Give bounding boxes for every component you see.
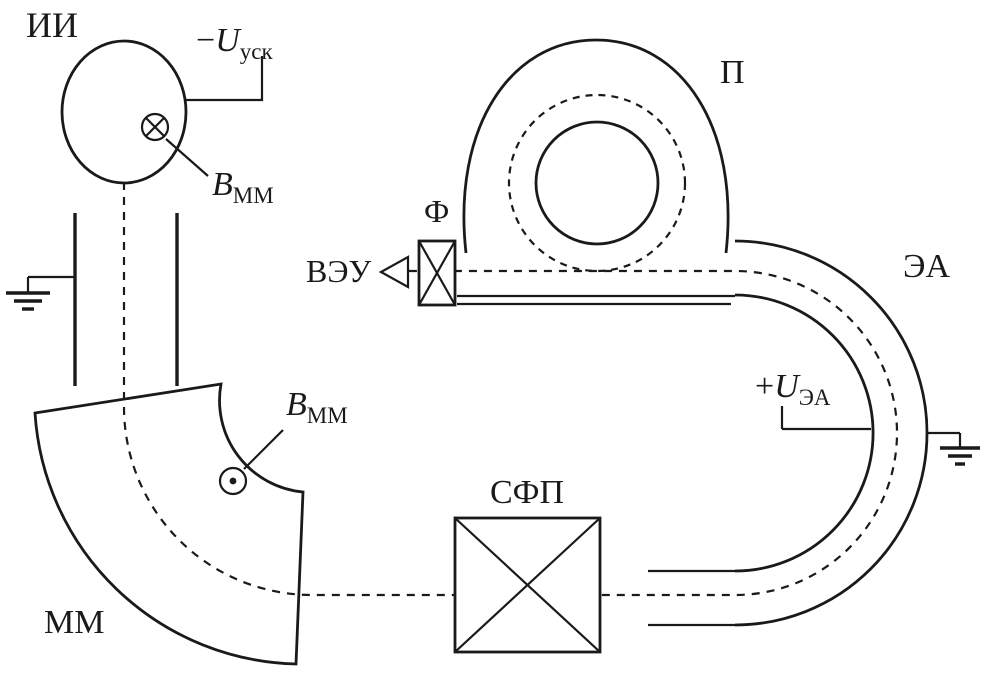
label-ion-source: ИИ — [26, 5, 78, 45]
ea-voltage-sign: + — [755, 368, 775, 405]
label-sample-chamber: П — [720, 54, 745, 91]
label-ea-voltage: +UЭА — [755, 368, 831, 410]
collision-chamber-dome — [462, 38, 730, 254]
ea-voltage-connector — [780, 406, 871, 431]
ea-voltage-symbol: U — [774, 368, 799, 405]
accel-voltage-sign: − — [196, 22, 216, 59]
label-detector: ВЭУ — [306, 253, 372, 289]
label-b-field-top: BММ — [212, 166, 274, 208]
accel-voltage-connector — [186, 56, 264, 102]
label-accel-voltage: −Uуск — [196, 22, 273, 64]
label-energy-analyzer: ЭА — [903, 248, 950, 285]
filter-crossed-box — [417, 239, 457, 307]
field-into-page-icon — [140, 112, 170, 142]
sample-hatched-circle — [534, 120, 660, 246]
label-magnet: ММ — [44, 604, 105, 641]
ground-right-icon — [927, 431, 980, 466]
ion-source-outline — [60, 39, 188, 185]
accel-plates — [73, 213, 179, 386]
b-field-top-sub: ММ — [232, 182, 274, 208]
b-field-mid-sub: ММ — [306, 402, 348, 428]
ea-outer-arc — [734, 239, 929, 627]
label-sfp: СФП — [490, 474, 565, 511]
drift-tube-lines — [457, 294, 735, 306]
b-field-top-symbol: B — [212, 166, 233, 203]
accel-voltage-sub: уск — [239, 38, 273, 64]
label-filter: Ф — [424, 193, 450, 229]
field-out-of-page-icon — [218, 466, 248, 496]
sfp-crossed-box — [453, 516, 602, 654]
accel-voltage-symbol: U — [215, 22, 240, 59]
b-field-mid-pointer-line — [243, 429, 284, 470]
ea-inner-arc — [734, 293, 875, 573]
detector-triangle-icon — [378, 255, 410, 289]
label-b-field-mid: BММ — [286, 386, 348, 428]
b-field-top-pointer-line — [165, 138, 209, 177]
ea-voltage-sub: ЭА — [798, 384, 831, 410]
ground-left-icon — [6, 275, 75, 311]
sample-inner-circle-dashed — [507, 93, 687, 273]
b-field-mid-symbol: B — [286, 386, 307, 423]
ea-exit-plates — [648, 569, 735, 627]
magnet-sector-outline — [33, 382, 305, 666]
